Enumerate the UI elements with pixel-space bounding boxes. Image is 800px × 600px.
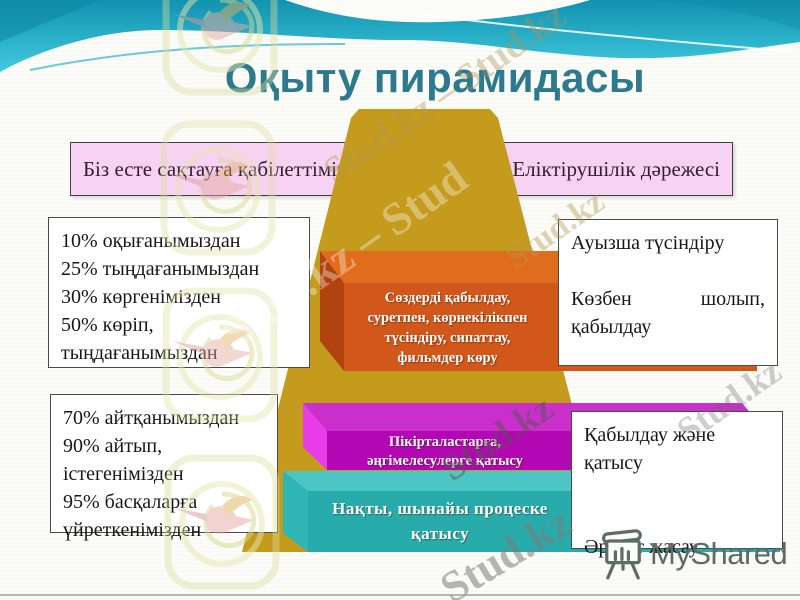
level1-line: түсіндіру, сипаттау,: [384, 330, 511, 346]
pyramid-level1-label: Сөздерді қабылдау, суретпен, көрнекілікп…: [330, 288, 565, 368]
myshared-logo-text: MyShared: [650, 536, 788, 571]
header-corner-wedge-right: [655, 0, 800, 30]
percent-line: істегенімізден: [63, 463, 184, 485]
percent-line: 30% көргенімізден: [61, 286, 221, 308]
projector-screen-icon: [601, 529, 642, 580]
method-line-justified: Көзбен шолып,: [571, 285, 765, 313]
page-title: Оқыту пирамидасы: [224, 54, 646, 101]
level3-line: қатысу: [410, 524, 470, 543]
involvement-degree-label: Еліктірушілік дәрежесі: [512, 156, 720, 181]
spacer: [571, 257, 765, 285]
header-thin-white-line: [419, 13, 796, 53]
method-word: шолып,: [700, 288, 765, 310]
method-line: Ауызша түсіндіру: [571, 232, 725, 254]
percent-line: 50% көріп,: [61, 314, 154, 336]
percent-line: тыңдағанымыздан: [61, 342, 218, 364]
myshared-logo[interactable]: MyShared: [601, 528, 788, 580]
pyramid-level2-label: Пікірталастарға, әңгімелесулерге қатысу: [315, 433, 575, 470]
level1-line: суретпен, көрнекілікпен: [367, 310, 528, 326]
level3-side-face: [283, 471, 308, 552]
percent-line: 10% оқығанымыздан: [61, 230, 241, 252]
percent-box-top-left: 10% оқығанымыздан 25% тыңдағанымыздан 30…: [48, 217, 310, 368]
spacer: [584, 477, 770, 533]
percent-line: 90% айтып,: [63, 435, 163, 457]
slide-bottom-edge: [0, 594, 800, 596]
percent-line: 70% айтқанымыздан: [63, 407, 240, 429]
method-line: қабылдау: [571, 316, 652, 338]
percent-line: 25% тыңдағанымыздан: [61, 258, 260, 280]
method-word: Көзбен: [571, 288, 632, 310]
level1-line: фильмдер көру: [397, 350, 498, 366]
level2-line: Пікірталастарға,: [388, 434, 502, 450]
method-box-bottom-right: Қабылдау және қатысу Әрекет жасау: [571, 411, 783, 558]
level1-side-face: [320, 251, 344, 371]
percent-box-bottom-left: 70% айтқанымыздан 90% айтып, істегеніміз…: [50, 394, 278, 541]
percent-line: 95% басқаларға: [63, 491, 198, 513]
pyramid-level3-label: Нақты, шынайы процеске қатысу: [300, 496, 580, 546]
header-corner-wedge-left: [0, 0, 100, 42]
level2-line: әңгімелесулерге қатысу: [367, 452, 523, 469]
method-box-top-right: Ауызша түсіндіру Көзбен шолып, қабылдау: [558, 219, 778, 366]
header-white-swoosh: [285, 0, 590, 23]
level1-line: Сөздерді қабылдау,: [384, 290, 511, 306]
level3-line: Нақты, шынайы процеске: [332, 499, 548, 518]
percent-line: үйреткенімізден: [63, 519, 202, 541]
level2-side-face: [303, 403, 327, 470]
method-line: Қабылдау және қатысу: [584, 424, 716, 474]
